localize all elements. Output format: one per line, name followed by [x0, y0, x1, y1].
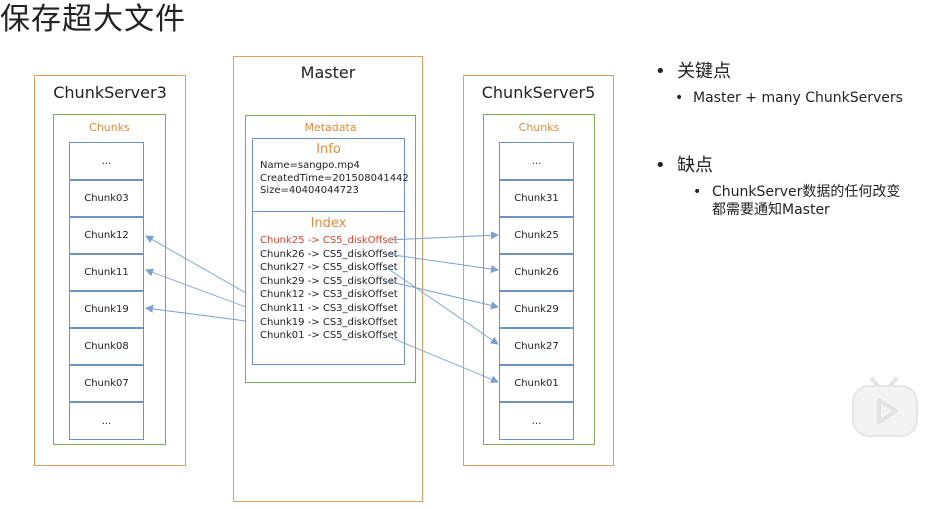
cs5-chunk-1: Chunk31 [499, 180, 574, 217]
chunkserver3-chunks-label: Chunks [89, 121, 130, 134]
arrow-chunk11 [145, 268, 247, 308]
chunkserver5-chunks-label: Chunks [518, 121, 560, 134]
index-line-highlighted: Chunk25 -> CS5_diskOffset [260, 235, 398, 246]
chunkserver5-title: ChunkServer5 [481, 83, 596, 102]
index-line: Chunk19 -> CS3_diskOffset [260, 316, 398, 328]
index-title: Index [310, 216, 347, 231]
cs5-chunk-6: Chunk01 [499, 365, 574, 402]
index-line: Chunk12 -> CS3_diskOffset [260, 289, 398, 301]
arrow-chunk25 [386, 231, 499, 241]
cs3-chunk-1: Chunk03 [69, 180, 144, 217]
cs3-chunk-4: Chunk19 [69, 291, 144, 328]
drawbacks-item: • ChunkServer数据的任何改变 都需要通知Master [693, 183, 925, 219]
arrow-chunk29 [386, 280, 499, 310]
cs3-chunk-5: Chunk08 [69, 328, 144, 365]
cs5-chunk-3: Chunk26 [499, 254, 574, 291]
cs3-chunk-6: Chunk07 [69, 365, 144, 402]
sub-bullet-dot: • [693, 184, 702, 200]
cs5-chunk-4: Chunk29 [499, 291, 574, 328]
bullet-drawbacks: • 缺点 [655, 151, 925, 177]
info-line: Size=40404044723 [260, 185, 359, 196]
arrow-chunk26 [386, 253, 499, 273]
chunkserver5-chunks-group: Chunks [483, 114, 595, 445]
index-line: Chunk11 -> CS3_diskOffset [260, 302, 398, 314]
cs3-chunk-0: ... [69, 142, 144, 180]
key-points-heading: 关键点 [677, 61, 732, 82]
index-section: Index Chunk25 -> CS5_diskOffset Chunk26 … [252, 211, 405, 365]
chunkserver3-box: ChunkServer3 [34, 75, 186, 466]
info-title: Info [316, 142, 341, 157]
key-points-item: • Master + many ChunkServers [675, 89, 925, 107]
cs3-chunk-2: Chunk12 [69, 217, 144, 254]
cs5-chunk-5: Chunk27 [499, 328, 574, 365]
index-line: Chunk29 -> CS5_diskOffset [260, 275, 398, 287]
cs5-chunk-0: ... [499, 142, 574, 180]
info-line: CreatedTime=201508041442 [260, 172, 409, 184]
chunkserver5-box: ChunkServer5 [463, 75, 614, 466]
bullet-dot: • [655, 61, 678, 82]
index-line: Chunk01 -> CS5_diskOffset [260, 330, 398, 342]
drawbacks-heading: 缺点 [677, 155, 714, 176]
drawbacks-text-line2: 都需要通知Master [712, 202, 830, 218]
notes-panel: • 关键点 • Master + many ChunkServers • 缺点 •… [655, 57, 925, 219]
cs3-chunk-3: Chunk11 [69, 254, 144, 291]
master-box: Master [233, 56, 423, 502]
key-points-text: Master + many ChunkServers [693, 90, 903, 106]
index-line: Chunk27 -> CS5_diskOffset [260, 262, 398, 274]
chunkserver3-title: ChunkServer3 [53, 83, 167, 102]
arrow-chunk19 [145, 304, 247, 322]
cs5-chunk-2: Chunk25 [499, 217, 574, 254]
arrow-chunk01 [386, 335, 499, 384]
bullet-dot: • [655, 155, 678, 176]
cs5-chunk-7: ... [499, 402, 574, 440]
arrow-chunk12 [145, 235, 247, 294]
bullet-key-points: • 关键点 [655, 57, 925, 83]
chunkserver5-chunk-list: ... Chunk31 Chunk25 Chunk26 Chunk29 Chun… [499, 142, 575, 440]
metadata-label: Metadata [304, 121, 357, 134]
chunkserver3-chunk-list: ... Chunk03 Chunk12 Chunk11 Chunk19 Chun… [69, 142, 145, 440]
drawbacks-text-line1: ChunkServer数据的任何改变 [712, 184, 901, 200]
metadata-group: Metadata [245, 115, 416, 383]
arrow-chunk27 [386, 267, 499, 345]
sub-bullet-dot: • [675, 90, 684, 106]
play-icon[interactable] [850, 374, 920, 440]
cs3-chunk-7: ... [69, 402, 144, 440]
chunkserver3-chunks-group: Chunks [53, 114, 166, 445]
page-title: 保存超大文件 [0, 2, 186, 37]
master-title: Master [300, 63, 356, 82]
info-section: Info Name=sangpo.mp4 CreatedTime=2015080… [252, 138, 409, 212]
info-line: Name=sangpo.mp4 [260, 160, 360, 171]
index-line: Chunk26 -> CS5_diskOffset [260, 248, 398, 260]
